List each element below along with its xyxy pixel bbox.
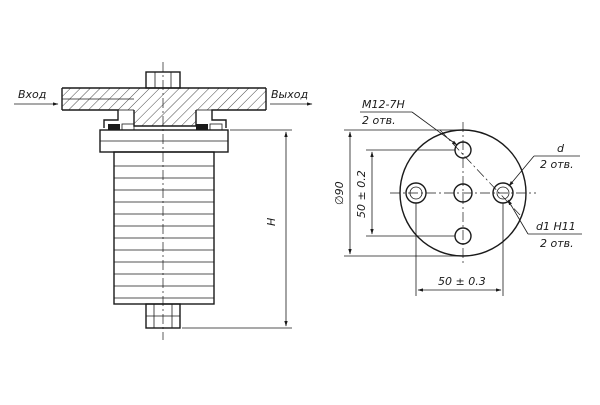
horizontal-spacing-label: 50 ± 0.3 [438,275,486,288]
side-view: Вход Выход H [14,62,313,340]
hole-d-leader: d 2 отв. [508,142,580,187]
hole-d1-leader: d1 H11 2 отв. [507,199,582,250]
hole-d-label: d [557,142,565,155]
height-label: H [265,218,278,226]
vertical-spacing-label: 50 ± 0.2 [355,170,368,218]
thread-label: M12-7H [362,98,405,111]
hole-d-count-label: 2 отв. [540,158,574,171]
height-dimension: H [182,129,292,329]
inlet-label: Вход [18,88,46,101]
diameter-dimension: ∅90 [333,129,460,257]
finned-body [113,151,215,305]
diameter-label: ∅90 [333,181,346,205]
hole-d1-label: d1 H11 [536,220,576,233]
top-view: M12-7H 2 отв. d 2 отв. d1 H11 2 отв. ∅90 [333,98,582,296]
thread-leader: M12-7H 2 отв. [360,98,458,146]
center-hole [453,183,473,203]
flange-section [61,87,267,128]
flange-plate [99,129,229,153]
hole-d1-count-label: 2 отв. [540,237,574,250]
outlet-arrow: Выход [270,88,313,106]
vertical-spacing-dimension: 50 ± 0.2 [355,149,455,237]
outlet-label: Выход [271,88,308,101]
inlet-arrow: Вход [14,88,59,106]
horizontal-spacing-dimension: 50 ± 0.3 [415,203,504,296]
thread-count-label: 2 отв. [362,114,396,127]
